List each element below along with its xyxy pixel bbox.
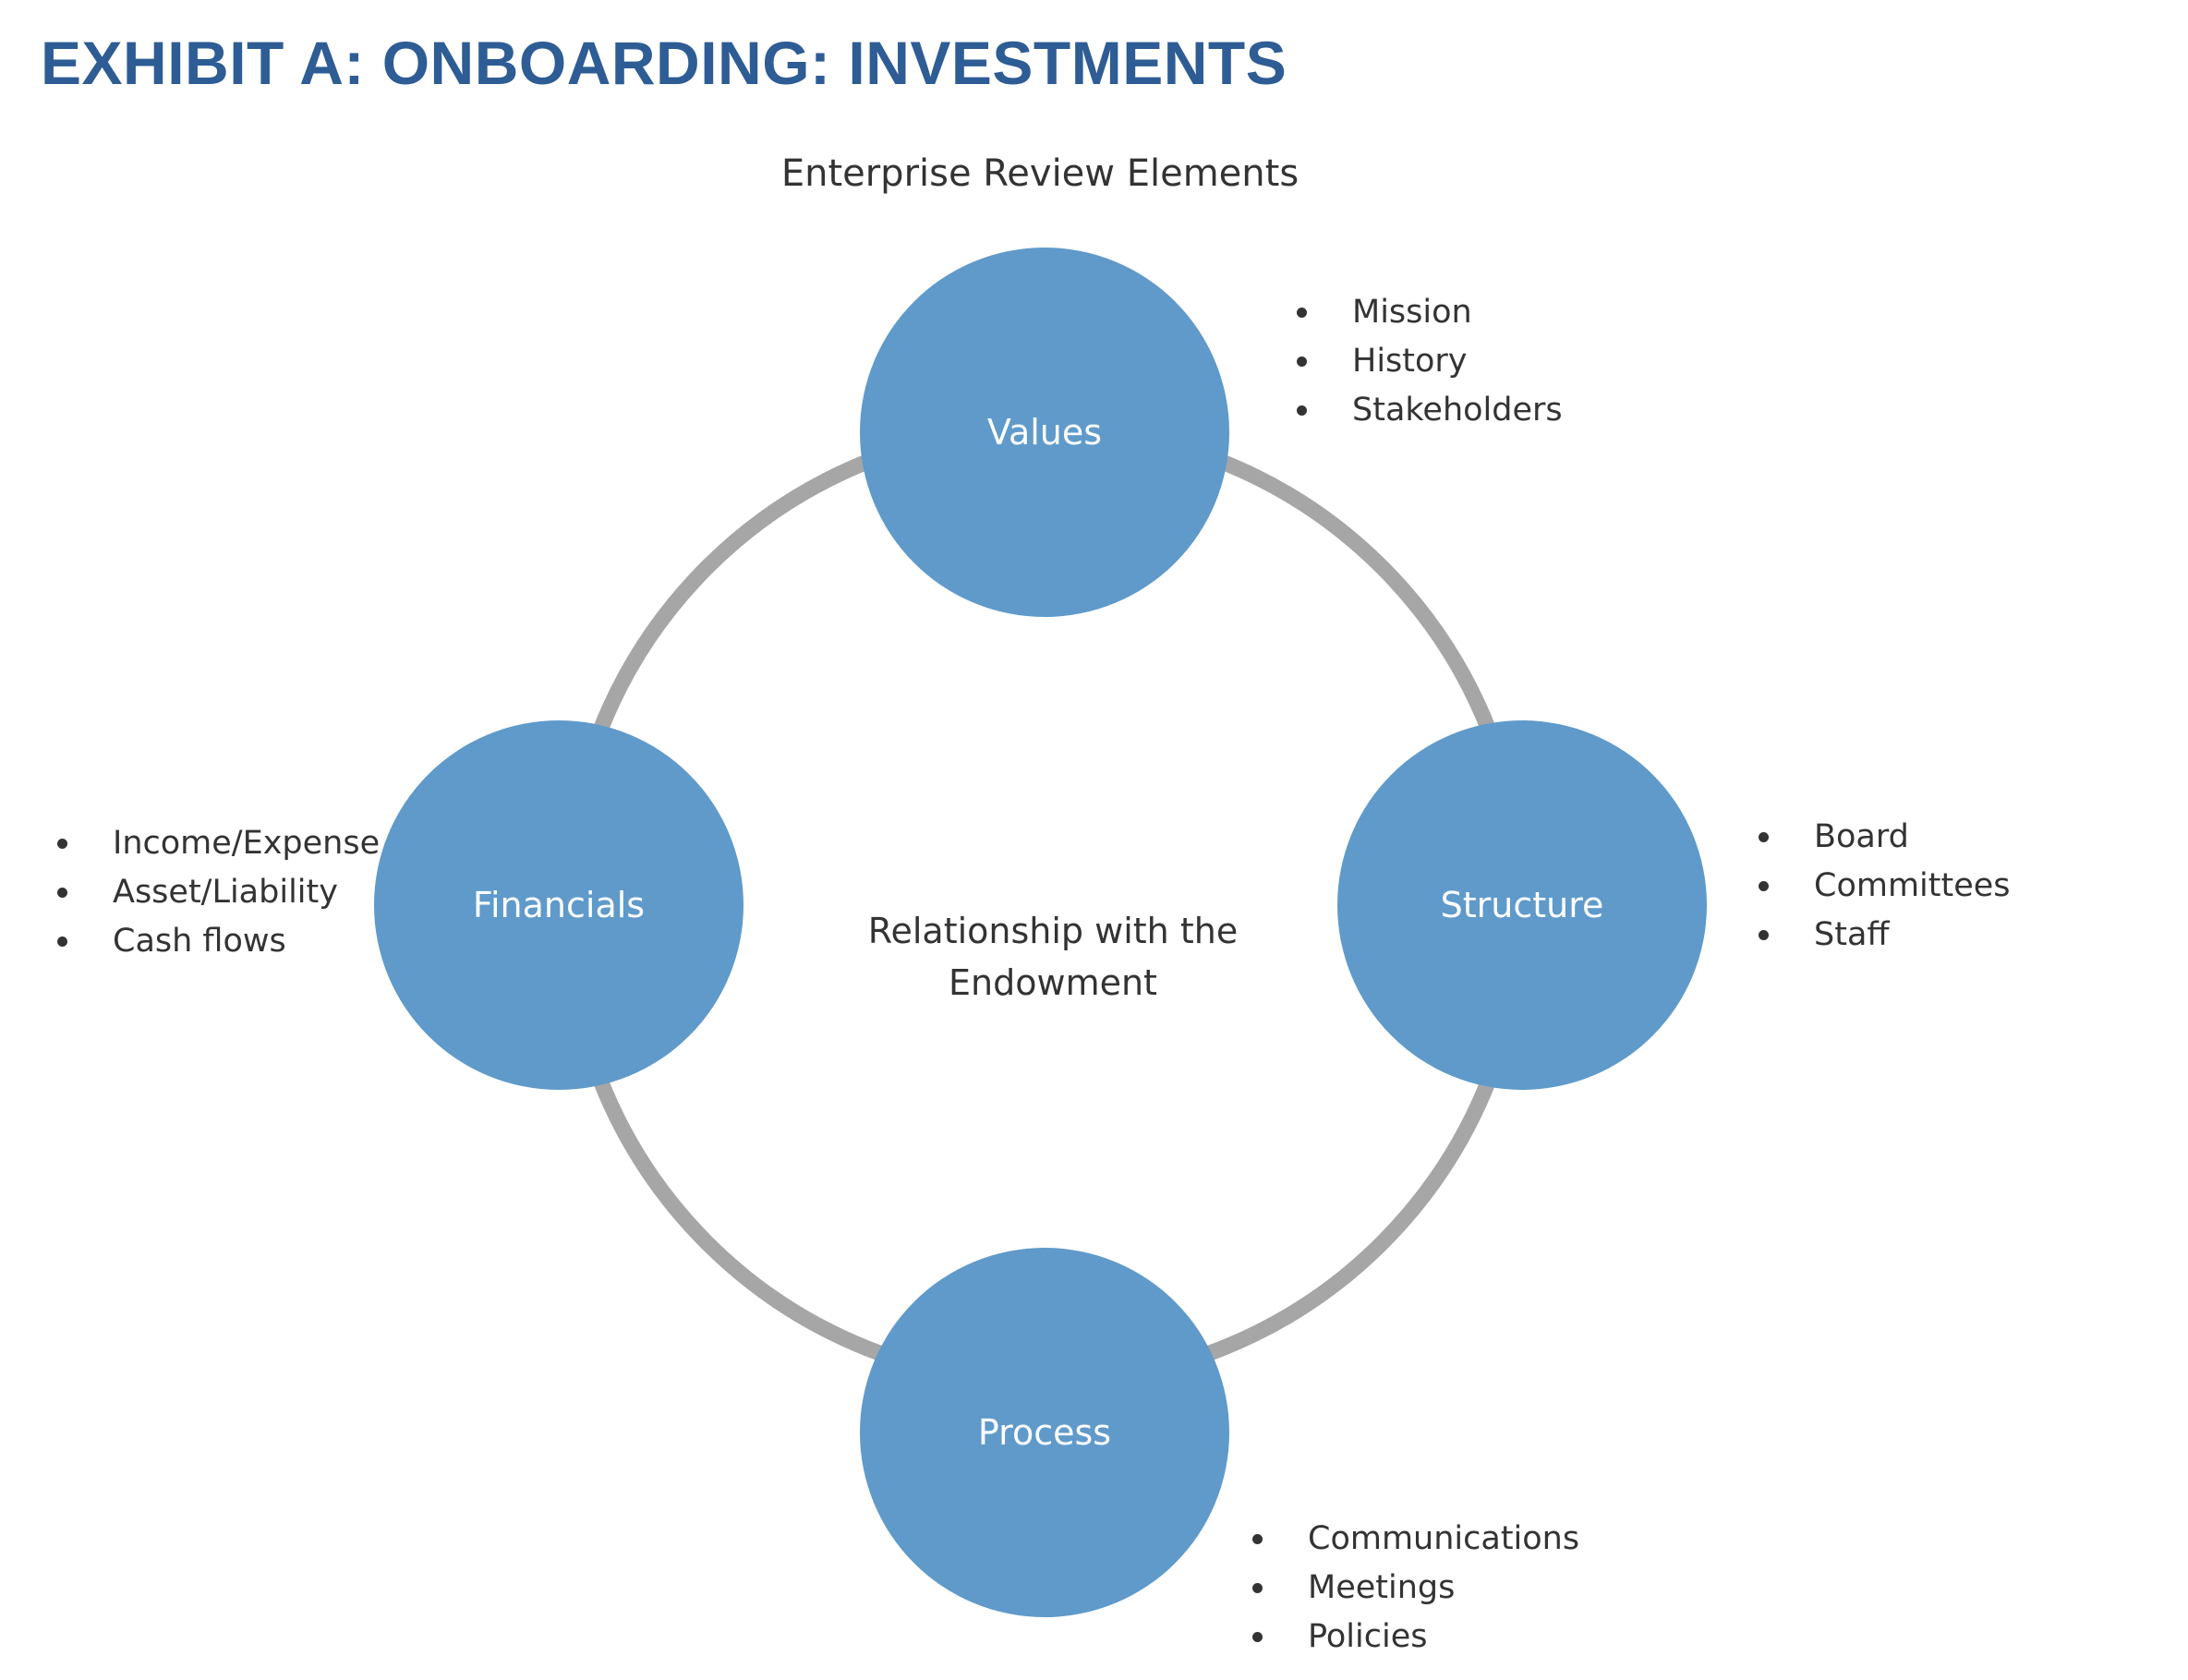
- center-label-line-1: Relationship with the: [867, 911, 1239, 951]
- list-item: Staff: [1755, 911, 2011, 960]
- list-item-text: Meetings: [1308, 1569, 1456, 1606]
- list-item: Meetings: [1249, 1564, 1579, 1613]
- list-item-text: History: [1352, 343, 1468, 380]
- bullet-icon: [1759, 881, 1769, 891]
- node-structure-label: Structure: [1440, 885, 1604, 925]
- bullet-icon: [1252, 1632, 1263, 1642]
- list-item: Communications: [1249, 1515, 1579, 1564]
- bullet-icon: [1252, 1583, 1263, 1593]
- process-bullet-list: Communications Meetings Policies: [1249, 1515, 1579, 1662]
- list-item: Board: [1755, 813, 2011, 862]
- list-item-text: Committees: [1814, 867, 2011, 904]
- node-structure: Structure: [1337, 720, 1707, 1090]
- financials-bullet-list: Income/Expense Asset/Liability Cash flow…: [54, 819, 380, 966]
- center-label: Relationship with the Endowment: [822, 905, 1284, 1009]
- center-label-line-2: Endowment: [949, 962, 1157, 1003]
- bullet-icon: [57, 839, 67, 849]
- diagram-title: Enterprise Review Elements: [780, 152, 1300, 195]
- list-item: Mission: [1293, 288, 1563, 337]
- list-item: Income/Expense: [54, 819, 380, 868]
- list-item-text: Income/Expense: [113, 825, 381, 862]
- list-item: Asset/Liability: [54, 868, 380, 917]
- list-item-text: Staff: [1814, 916, 1890, 953]
- bullet-icon: [57, 937, 67, 947]
- bullet-icon: [57, 888, 67, 898]
- node-process-label: Process: [977, 1412, 1112, 1453]
- list-item-text: Cash flows: [113, 923, 286, 960]
- node-process: Process: [860, 1248, 1229, 1617]
- list-item-text: Board: [1814, 818, 1909, 855]
- list-item: History: [1293, 337, 1563, 386]
- list-item: Cash flows: [54, 917, 380, 966]
- list-item-text: Policies: [1308, 1618, 1428, 1655]
- list-item-text: Mission: [1352, 294, 1472, 331]
- list-item-text: Asset/Liability: [113, 874, 338, 911]
- bullet-icon: [1297, 308, 1307, 318]
- bullet-icon: [1297, 405, 1307, 416]
- node-financials-label: Financials: [472, 885, 646, 925]
- list-item: Committees: [1755, 862, 2011, 911]
- bullet-icon: [1759, 930, 1769, 940]
- bullet-icon: [1759, 832, 1769, 842]
- exhibit-title: EXHIBIT A: ONBOARDING: INVESTMENTS: [41, 29, 1287, 97]
- node-values: Values: [860, 248, 1229, 617]
- bullet-icon: [1252, 1534, 1263, 1544]
- structure-bullet-list: Board Committees Staff: [1755, 813, 2011, 960]
- list-item-text: Stakeholders: [1352, 392, 1563, 429]
- list-item: Policies: [1249, 1613, 1579, 1662]
- list-item-text: Communications: [1308, 1520, 1580, 1557]
- node-financials: Financials: [374, 720, 743, 1090]
- bullet-icon: [1297, 357, 1307, 367]
- node-values-label: Values: [986, 412, 1103, 453]
- list-item: Stakeholders: [1293, 386, 1563, 435]
- values-bullet-list: Mission History Stakeholders: [1293, 288, 1563, 435]
